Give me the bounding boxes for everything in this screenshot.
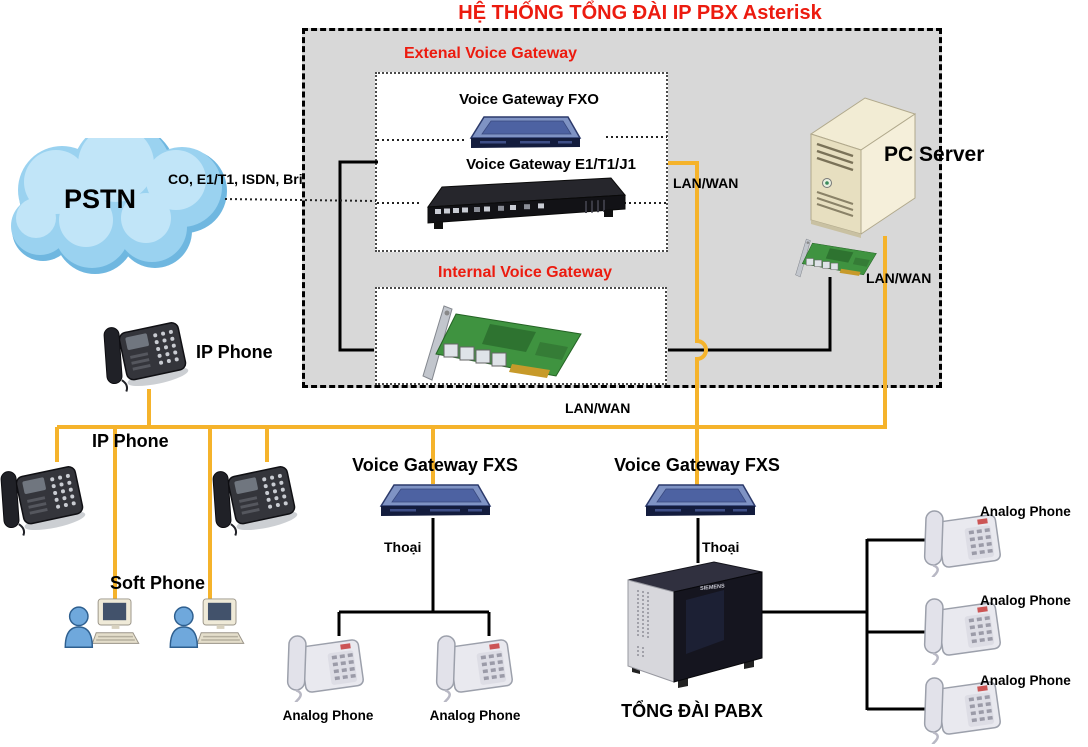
internal-gateway-heading: Internal Voice Gateway: [438, 264, 612, 281]
e1t1-label: Voice Gateway E1/T1/J1: [466, 156, 636, 173]
fxs2-label: Voice Gateway FXS: [614, 455, 780, 475]
voice-gateway-fxo-icon: [468, 114, 583, 154]
pstn-label: PSTN: [63, 184, 136, 214]
external-gateway-box: [375, 72, 668, 252]
analog-bottom-left-label: Analog Phone: [282, 708, 374, 723]
analog-right-1-label: Analog Phone: [980, 504, 1071, 519]
black-wire-group: [337, 160, 927, 711]
fxs1-label: Voice Gateway FXS: [352, 455, 518, 475]
lan-wan-server-label: LAN/WAN: [866, 270, 932, 286]
voice-gateway-fxs2-icon: [643, 482, 758, 522]
diagram-title: HỆ THỐNG TỔNG ĐÀI IP PBX Asterisk: [458, 2, 822, 24]
lan-wan-gateway-label: LAN/WAN: [673, 175, 739, 191]
ip-phone-left-icon: [0, 460, 92, 536]
ip-phone-upper-icon: [103, 316, 195, 392]
pabx-icon: [624, 558, 766, 690]
pstn-cloud-icon: [11, 138, 227, 274]
fxo-label: Voice Gateway FXO: [459, 91, 599, 108]
dotted-trunk-wire-group: [224, 136, 667, 204]
analog-phone-bottom-left-icon: [283, 630, 367, 702]
ip-phone-lower-label: IP Phone: [92, 431, 169, 451]
ip-phone-upper-label: IP Phone: [196, 342, 273, 362]
yellow-lan-wire-group: [55, 161, 887, 602]
voice-gateway-e1t1-icon: [418, 177, 629, 234]
analog-phone-bottom-right-icon: [432, 630, 516, 702]
soft-phone-right-icon: [168, 597, 246, 655]
voice-gateway-fxs1-icon: [378, 482, 493, 522]
analog-right-3-label: Analog Phone: [980, 673, 1071, 688]
ip-phone-right-icon: [212, 460, 304, 536]
pabx-label: TỔNG ĐÀI PABX: [621, 701, 763, 721]
trunk-label: CO, E1/T1, ISDN, Bri: [168, 171, 303, 187]
external-gateway-heading: Extenal Voice Gateway: [403, 45, 578, 62]
analog-right-2-label: Analog Phone: [980, 593, 1071, 608]
soft-phone-label: Soft Phone: [110, 573, 205, 593]
internal-gateway-card-icon: [418, 300, 588, 386]
fxs2-port-label: Thoại: [702, 539, 740, 555]
soft-phone-left-icon: [63, 597, 141, 655]
pc-server-label: PC Server: [884, 143, 985, 166]
lan-wan-bus-label: LAN/WAN: [565, 400, 631, 416]
fxs1-port-label: Thoại: [384, 539, 422, 555]
analog-bottom-right-label: Analog Phone: [429, 708, 521, 723]
